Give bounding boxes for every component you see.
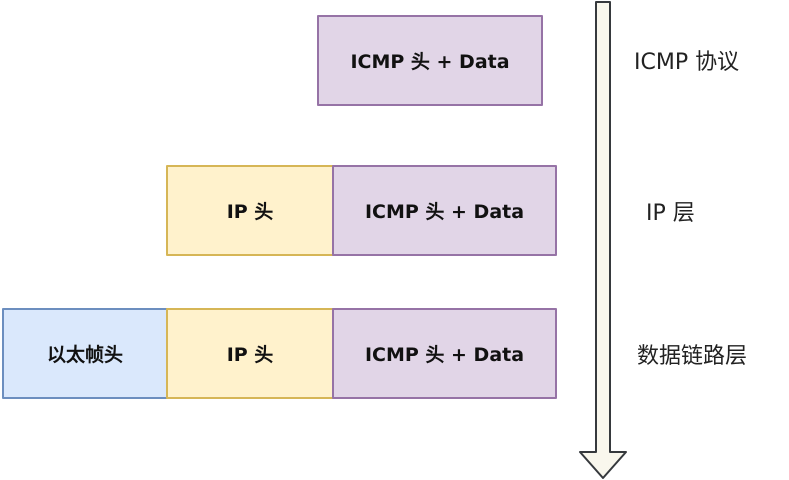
row1-icmp-header-data-block: ICMP 头 + Data <box>317 15 543 106</box>
row3-icmp-header-data-block: ICMP 头 + Data <box>332 308 557 399</box>
row2-icmp-header-data-block: ICMP 头 + Data <box>332 165 557 256</box>
downward-arrow-shape <box>579 1 627 479</box>
layer-label-ip: IP 层 <box>646 201 695 226</box>
layer-label-icmp: ICMP 协议 <box>634 50 740 75</box>
row3-ethernet-header-block: 以太帧头 <box>2 308 168 399</box>
layer-label-datalink: 数据链路层 <box>637 344 748 369</box>
